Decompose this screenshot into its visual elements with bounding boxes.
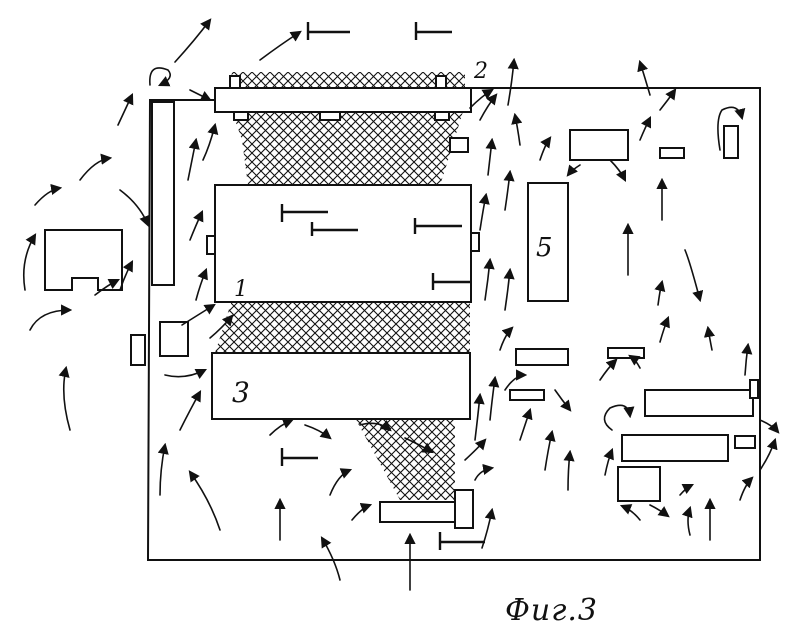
small-block-a bbox=[450, 138, 468, 152]
bottom-connector-cap bbox=[455, 490, 473, 528]
external-box bbox=[45, 230, 122, 290]
part-bottom-right bbox=[618, 467, 660, 501]
part-mid-c bbox=[510, 390, 544, 400]
part-top-right-a bbox=[570, 130, 628, 160]
label-component-1: 1 bbox=[234, 277, 248, 302]
label-component-3: 3 bbox=[232, 376, 250, 409]
part-right-small bbox=[735, 436, 755, 448]
part-mid-b bbox=[608, 348, 644, 358]
label-component-5: 5 bbox=[536, 233, 553, 263]
side-tab-right bbox=[750, 380, 758, 398]
part-top-right-b bbox=[660, 148, 684, 158]
bar-foot-2 bbox=[320, 112, 340, 120]
component-1-stub-left bbox=[207, 236, 215, 254]
bar-foot-3 bbox=[435, 112, 449, 120]
part-mid-a bbox=[516, 349, 568, 365]
component-2-bar bbox=[215, 88, 471, 112]
bar-foot-1 bbox=[234, 112, 248, 120]
label-component-2: 2 bbox=[473, 59, 488, 84]
part-right-long-a bbox=[645, 390, 753, 416]
part-top-right-c bbox=[724, 126, 738, 158]
small-part-left-a bbox=[160, 322, 188, 356]
component-3-block bbox=[212, 353, 470, 419]
hatched-zone-bottom bbox=[355, 418, 455, 500]
figure-caption: Фиг.3 bbox=[505, 593, 598, 628]
component-1-stub-right bbox=[471, 233, 479, 251]
bottom-connector bbox=[380, 502, 455, 522]
part-right-long-b bbox=[622, 435, 728, 461]
bar-pin-left bbox=[230, 76, 240, 88]
hatched-zone-middle bbox=[215, 300, 470, 353]
left-vertical-strip bbox=[152, 102, 174, 285]
small-part-left-b bbox=[131, 335, 145, 365]
bar-pin-right bbox=[436, 76, 446, 88]
